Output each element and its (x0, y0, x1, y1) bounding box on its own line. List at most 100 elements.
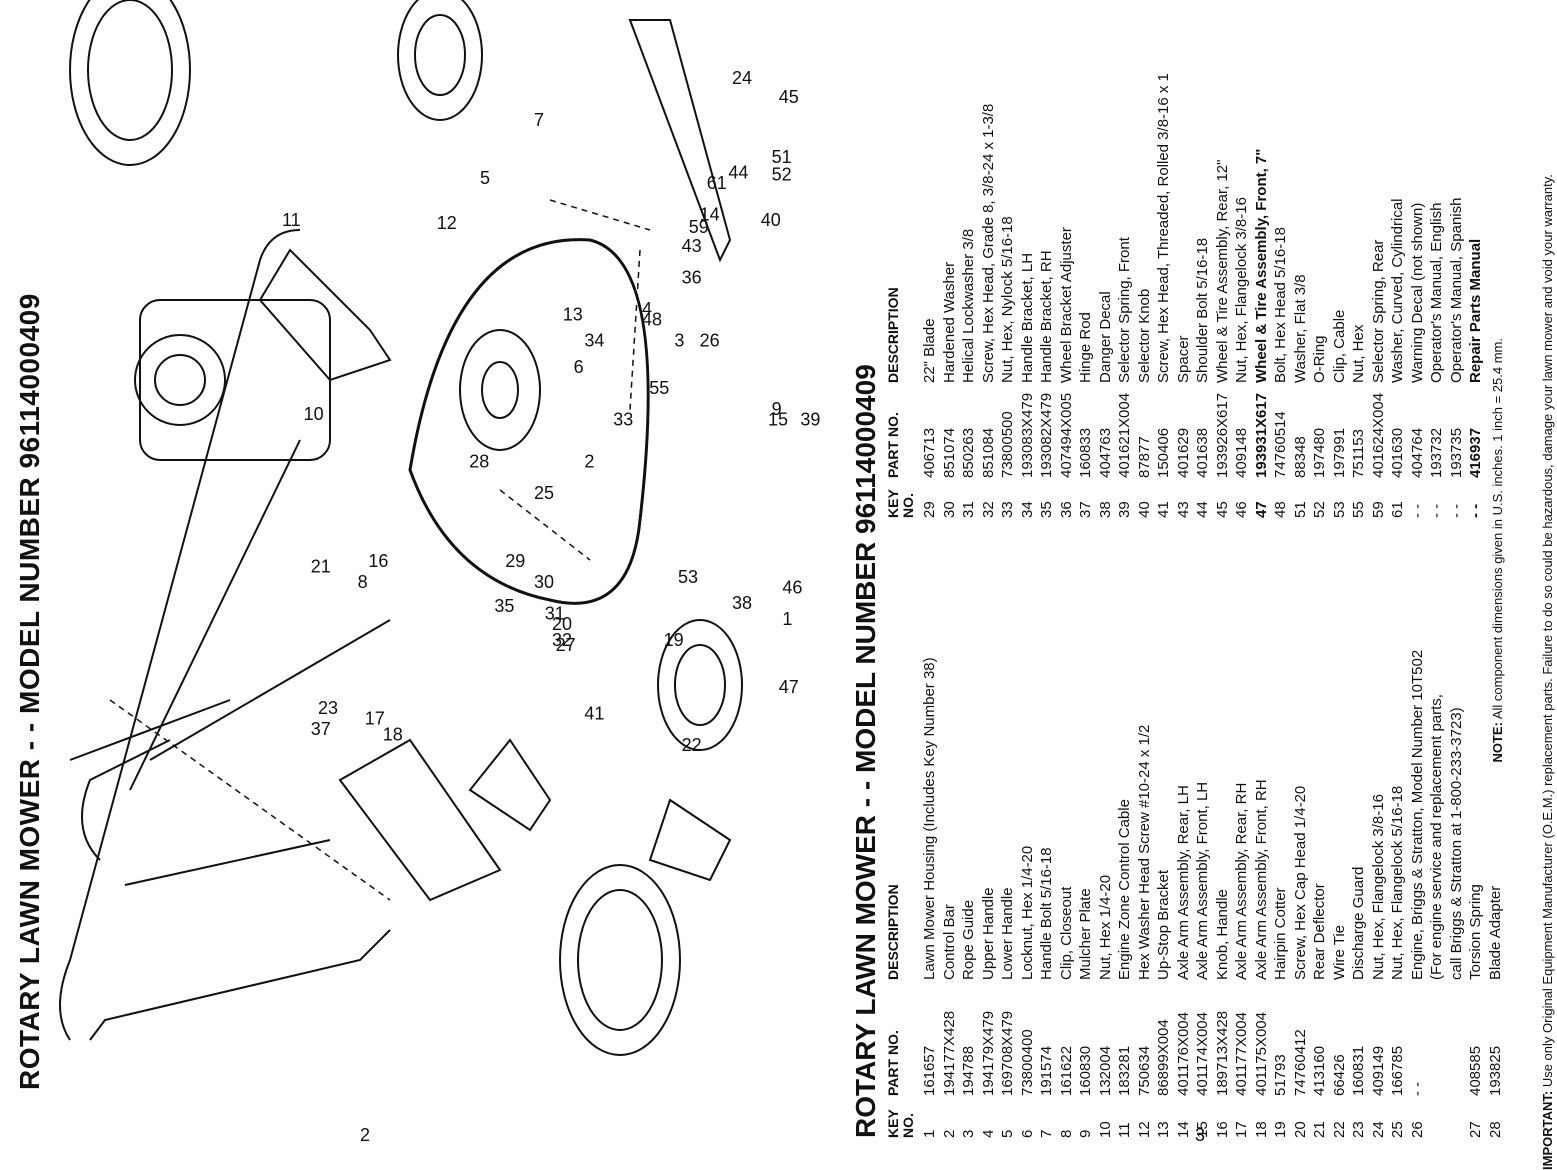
desc-cell: Up-Stop Bracket (1155, 869, 1172, 980)
callout-number: 30 (534, 572, 554, 592)
key-cell: 45 (1213, 501, 1231, 518)
part-cell: 401174X004 (1194, 1012, 1211, 1096)
key-cell: 26 (1408, 1121, 1426, 1138)
key-cell: 32 (979, 501, 997, 518)
callout-number: 14 (700, 205, 720, 225)
desc-cell: Nut, Hex, Flangelock 3/8-16 (1369, 794, 1387, 980)
callout-number: 2 (584, 451, 594, 471)
part-cell: 74760412 (1291, 1029, 1309, 1096)
desc-cell: Axle Arm Assembly, Front, LH (1194, 781, 1211, 980)
desc-cell: Helical Lockwasher 3/8 (960, 228, 977, 383)
page-number-right: 3 (1195, 1125, 1206, 1145)
key-cell: - - (1467, 503, 1484, 518)
desc-cell: Engine, Briggs & Stratton, Model Number … (1408, 649, 1426, 980)
desc-cell: Handle Bolt 5/16-18 (1038, 847, 1055, 980)
key-cell: 5 (999, 1129, 1016, 1138)
key-cell: 10 (1096, 1121, 1114, 1138)
part-cell: 409149 (1369, 1045, 1387, 1096)
part-cell: 169708X479 (999, 1010, 1016, 1096)
header-desc: DESCRIPTION (885, 884, 901, 980)
callout-number: 51 (772, 147, 792, 167)
desc-cell: Clip, Cable (1330, 309, 1348, 383)
desc-cell: Lawn Mower Housing (Includes Key Number … (921, 657, 938, 980)
desc-cell: Nut, Hex, Flangelock 5/16-18 (1389, 785, 1406, 980)
desc-cell: Mulcher Plate (1077, 888, 1094, 980)
callout-number: 22 (682, 735, 702, 755)
callout-number: 45 (779, 87, 799, 107)
callout-number: 35 (494, 596, 514, 616)
desc-cell: Torsion Spring (1467, 884, 1484, 980)
desc-cell: Discharge Guard (1350, 866, 1367, 980)
desc-cell: Repair Parts Manual (1467, 238, 1484, 383)
desc-cell: Warning Decal (not shown) (1408, 202, 1426, 383)
table-header: KEY NO. PART NO. DESCRIPTION (885, 0, 920, 518)
important-body: Use only Original Equipment Manufacturer… (1540, 174, 1555, 1091)
callout-number: 17 (365, 709, 385, 729)
desc-cell: Screw, Hex Cap Head 1/4-20 (1291, 785, 1309, 980)
callout-number: 29 (505, 551, 525, 571)
key-cell: 13 (1155, 1121, 1172, 1138)
desc-cell: Rope Guide (960, 899, 977, 980)
callout-number: 28 (469, 451, 489, 471)
key-cell: 27 (1467, 1121, 1484, 1138)
part-cell: 161657 (921, 1045, 938, 1096)
desc-cell: Axle Arm Assembly, Rear, RH (1233, 782, 1250, 980)
part-cell: 160830 (1077, 1045, 1094, 1096)
desc-cell: Knob, Handle (1213, 889, 1231, 980)
table-row: call Briggs & Stratton at 1-800-233-3723… (1447, 558, 1467, 1138)
callout-number: 26 (700, 331, 720, 351)
desc-cell: Selector Knob (1135, 288, 1153, 383)
callout-number: 25 (534, 483, 554, 503)
key-cell: 52 (1311, 501, 1328, 518)
callout-number: 39 (800, 409, 820, 429)
key-cell: - - (1447, 503, 1465, 518)
key-cell: 24 (1369, 1121, 1387, 1138)
callout-number: 38 (732, 593, 752, 613)
important-label: IMPORTANT: (1540, 1090, 1555, 1170)
key-cell: - - (1428, 503, 1445, 518)
part-cell: 73800400 (1018, 1029, 1036, 1096)
callout-number: 5 (480, 168, 490, 188)
callout-number: 20 (552, 614, 572, 634)
part-cell: - - (1408, 1081, 1426, 1096)
key-cell: 23 (1350, 1121, 1367, 1138)
callout-number: 3 (674, 331, 684, 351)
header-desc: DESCRIPTION (885, 287, 901, 383)
key-cell: - - (1408, 503, 1426, 518)
parts-list-title: ROTARY LAWN MOWER - - MODEL NUMBER 96114… (850, 364, 881, 1138)
note-text: NOTE: All component dimensions given in … (1490, 0, 1506, 1138)
table-row: 26 - - Engine, Briggs & Stratton, Model Nu… (1408, 558, 1428, 1138)
header-key: KEY NO. (885, 489, 916, 518)
part-cell: 191574 (1038, 1045, 1055, 1096)
desc-cell: Hinge Rod (1077, 312, 1094, 383)
callout-number: 48 (642, 310, 662, 330)
callout-number: 8 (358, 572, 368, 592)
page-number-left: 2 (360, 1125, 371, 1145)
callout-number: 31 (545, 604, 565, 624)
parts-list-page: ROTARY LAWN MOWER - - MODEL NUMBER 96114… (850, 0, 1555, 1170)
note-label: NOTE: (1490, 722, 1505, 763)
